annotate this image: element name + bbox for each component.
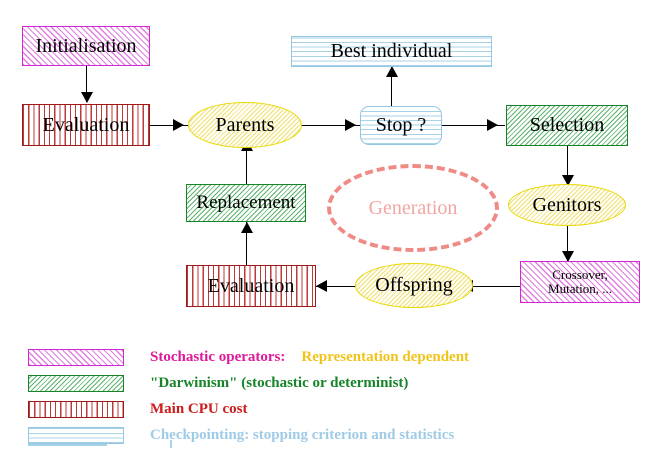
legend-label-primary: Main CPU cost xyxy=(150,400,248,417)
arrowhead-selection-to-genitors xyxy=(562,175,574,186)
legend-label-primary: Checkpointing: stopping criterion and st… xyxy=(150,426,455,443)
node-stop-label: Stop ? xyxy=(375,114,427,136)
bottom-tick-mark xyxy=(170,440,172,448)
connector-initialisation-to-evaluation xyxy=(86,66,87,102)
node-generation-label: Generation xyxy=(368,196,458,219)
connector-evaluation-to-replacement xyxy=(246,222,247,268)
red-vertical-lines-swatch-icon xyxy=(28,400,124,418)
connector-stop-to-best-individual xyxy=(391,66,392,106)
node-initialisation[interactable]: Initialisation xyxy=(22,26,150,66)
connector-stop-to-selection xyxy=(442,125,505,126)
node-replacement[interactable]: Replacement xyxy=(186,184,306,222)
node-evaluation-top-label: Evaluation xyxy=(42,113,130,136)
node-evaluation-bottom-label: Evaluation xyxy=(207,274,295,297)
legend-text: "Darwinism" (stochastic or determinist) xyxy=(150,375,408,392)
connector-parents-to-stop xyxy=(300,125,363,126)
legend-text: Main CPU cost xyxy=(150,401,248,418)
magenta-diagonal-hatch-swatch-icon xyxy=(28,348,124,366)
node-evaluation-bottom[interactable]: Evaluation xyxy=(186,265,316,307)
connector-evaluation-to-parents xyxy=(150,125,192,126)
node-evaluation-top[interactable]: Evaluation xyxy=(22,104,150,146)
arrowhead-parents-to-stop xyxy=(345,119,356,131)
node-initialisation-label: Initialisation xyxy=(35,34,137,57)
node-generation-boundary: Generation xyxy=(327,164,499,252)
legend-row: Stochastic operators: Representation depe… xyxy=(28,346,469,368)
node-best-individual-label: Best individual xyxy=(330,40,453,62)
connector-crossover-to-offspring xyxy=(462,286,520,287)
legend-row: Main CPU cost xyxy=(28,398,248,420)
node-parents-label: Parents xyxy=(215,113,275,136)
node-genitors[interactable]: Genitors xyxy=(508,184,626,226)
blue-horizontal-lines-swatch-icon xyxy=(28,426,124,444)
legend-text: Stochastic operators: Representation depe… xyxy=(150,349,469,366)
legend-row: "Darwinism" (stochastic or determinist) xyxy=(28,372,408,394)
node-crossover-mutation[interactable]: Crossover, Mutation, ... xyxy=(520,261,640,303)
legend-label-secondary: Representation dependent xyxy=(301,348,470,365)
arrowhead-genitors-to-crossover xyxy=(562,251,574,262)
connector-genitors-to-crossover xyxy=(567,225,568,261)
node-stop[interactable]: Stop ? xyxy=(360,106,442,145)
bottom-rule-divider xyxy=(28,444,107,446)
node-best-individual[interactable]: Best individual xyxy=(291,36,492,67)
connector-selection-to-genitors xyxy=(567,146,568,185)
connector-replacement-to-parents xyxy=(246,140,247,185)
arrowhead-stop-to-selection xyxy=(487,119,498,131)
connector-offspring-to-evaluation xyxy=(316,286,368,287)
legend-row: Checkpointing: stopping criterion and st… xyxy=(28,424,454,446)
green-diagonal-hatch-swatch-icon xyxy=(28,374,124,392)
node-replacement-label: Replacement xyxy=(196,192,296,214)
node-offspring-label: Offspring xyxy=(375,274,453,296)
arrowhead-initialisation-to-evaluation xyxy=(81,92,93,103)
node-genitors-label: Genitors xyxy=(532,193,602,216)
node-offspring[interactable]: Offspring xyxy=(355,263,473,308)
legend-label-primary: Stochastic operators: xyxy=(150,348,286,365)
node-selection-label: Selection xyxy=(529,114,605,136)
arrowhead-evaluation-to-replacement xyxy=(241,222,253,233)
arrowhead-evaluation-to-parents xyxy=(173,119,184,131)
arrowhead-offspring-to-evaluation xyxy=(316,280,327,292)
node-parents[interactable]: Parents xyxy=(188,102,302,148)
legend-label-primary: "Darwinism" (stochastic or determinist) xyxy=(150,374,409,391)
arrowhead-stop-to-best-individual xyxy=(386,66,398,77)
node-crossover-mutation-label: Crossover, Mutation, ... xyxy=(548,267,612,296)
node-selection[interactable]: Selection xyxy=(506,105,628,146)
legend-text: Checkpointing: stopping criterion and st… xyxy=(150,427,454,444)
